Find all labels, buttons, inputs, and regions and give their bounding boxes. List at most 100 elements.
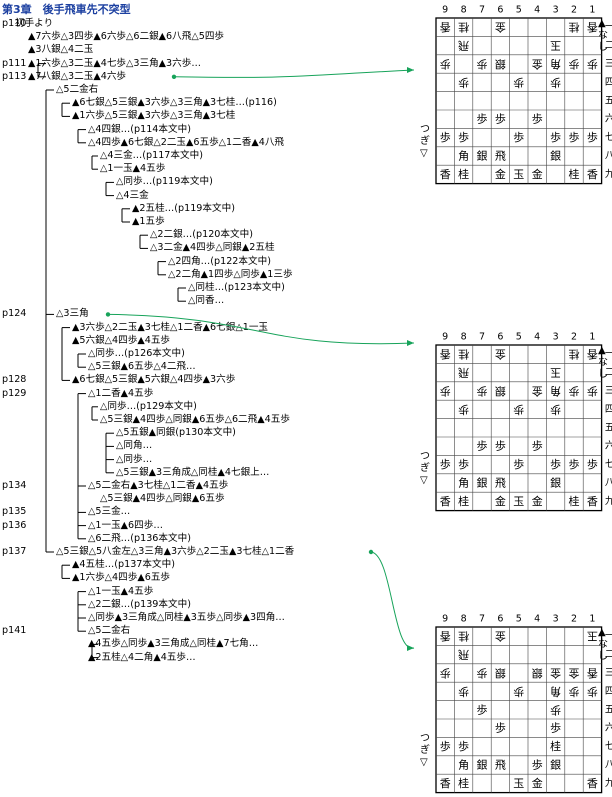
variation-line: ▲7八銀△3二玉▲4六歩 xyxy=(28,70,127,82)
gote-piece: 飛 xyxy=(458,648,469,661)
variation-line: ▲3六歩△2二玉▲3七桂△1二香▲6七銀△1一玉 xyxy=(72,321,269,333)
variation-line: ▲2五桂…(p119本文中) xyxy=(132,202,235,214)
board-frame xyxy=(435,17,603,185)
variation-line: △5五銀▲同銀(p130本文中) xyxy=(116,427,236,439)
sente-piece: 香 xyxy=(440,777,451,790)
rank-label: 九 xyxy=(605,168,612,180)
gote-piece: 香 xyxy=(440,21,451,34)
variation-line: △5三銀▲3三角成△同桂▲4七銀上… xyxy=(116,466,270,478)
variation-line: △5二金右 xyxy=(56,84,99,95)
rank-label: 七 xyxy=(605,459,612,470)
gote-piece: 歩 xyxy=(458,76,469,90)
rank-label: 三 xyxy=(605,668,612,679)
gote-piece: 歩 xyxy=(477,58,488,72)
gote-piece: 歩 xyxy=(458,685,469,699)
rank-label: 九 xyxy=(605,777,612,789)
arrow-to-board-1 xyxy=(173,69,415,78)
gote-piece: 香 xyxy=(587,21,598,34)
hand-top: ▲なし xyxy=(598,18,608,53)
variation-line: △2二角▲1四歩△同歩▲1三歩 xyxy=(168,268,293,280)
rank-label: 八 xyxy=(605,760,612,771)
sente-piece: 銀 xyxy=(477,758,488,772)
arrow-to-board-3 xyxy=(370,551,415,649)
page-label: p113 xyxy=(2,70,27,82)
variation-line: ▲6七銀△5三銀▲5六銀△4四歩▲3六歩 xyxy=(72,374,236,386)
gote-piece: 香 xyxy=(440,630,451,643)
variation-line: △5二金右 xyxy=(88,625,131,637)
sente-piece: 歩 xyxy=(587,457,598,471)
variation-line: ▲4五桂…(p137本文中) xyxy=(72,559,175,571)
sente-piece: 角 xyxy=(458,759,469,772)
rank-label: 一 xyxy=(605,631,612,642)
gote-piece: 銀 xyxy=(495,58,506,72)
gote-piece: 歩 xyxy=(458,403,469,417)
arrow-to-board-1-head xyxy=(407,67,414,73)
file-label: 9 xyxy=(442,5,448,16)
variation-line: △1一玉▲6四歩… xyxy=(88,519,163,531)
rank-label: 六 xyxy=(605,722,612,734)
sente-piece: 歩 xyxy=(550,130,561,144)
gote-piece: 金 xyxy=(495,630,506,644)
arrow-to-board-2-head xyxy=(407,340,414,346)
sente-piece: 銀 xyxy=(550,758,561,772)
gote-piece: 玉 xyxy=(550,366,561,379)
sente-piece: 銀 xyxy=(550,149,561,163)
rank-label: 五 xyxy=(605,422,612,433)
gote-piece: 飛 xyxy=(458,39,469,52)
file-label: 9 xyxy=(442,332,448,343)
gote-piece: 歩 xyxy=(513,403,524,417)
file-label: 2 xyxy=(571,332,577,343)
file-label: 6 xyxy=(497,332,503,343)
gote-piece: 歩 xyxy=(550,76,561,90)
rank-label: 二 xyxy=(605,367,612,378)
sente-piece: 香 xyxy=(587,168,598,181)
sente-piece: 歩 xyxy=(440,457,451,471)
variation-line: △1二香▲4五歩 xyxy=(88,387,154,399)
gote-piece: 桂 xyxy=(458,630,469,644)
variation-line: △4四歩▲6七銀△2二玉▲6五歩△1二香▲4八飛 xyxy=(88,136,285,148)
sente-piece: 銀 xyxy=(477,149,488,163)
sente-piece: 飛 xyxy=(495,759,506,772)
variation-line: △同歩…(p129本文中) xyxy=(100,400,197,412)
sente-piece: 歩 xyxy=(513,457,524,471)
gote-piece: 金 xyxy=(495,348,506,362)
gote-piece: 金 xyxy=(532,58,543,72)
page-label: p111 xyxy=(2,57,27,69)
rank-label: 六 xyxy=(605,113,612,125)
variation-line: ▲7六歩△3四歩▲6六歩△6二銀▲6八飛△5四歩 xyxy=(28,31,225,43)
variation-line: ▲1六歩△5三銀▲3六歩△3三角▲3七桂 xyxy=(72,110,236,122)
rank-label: 四 xyxy=(605,77,612,88)
variation-line: △同歩… xyxy=(116,453,153,465)
variation-line: △5三金… xyxy=(88,506,131,518)
gote-piece: 玉 xyxy=(587,630,598,643)
file-label: 5 xyxy=(516,614,522,625)
sente-piece: 飛 xyxy=(495,150,506,163)
variation-line: △3三角 xyxy=(56,308,89,320)
gote-piece: 歩 xyxy=(477,667,488,681)
variation-line: △3二金▲4四歩△同銀▲2五桂 xyxy=(150,242,275,254)
gote-piece: 角 xyxy=(550,685,561,698)
sente-piece: 歩 xyxy=(569,130,580,144)
gote-piece: 香 xyxy=(440,348,451,361)
variation-line: △5三銀▲4四歩△同銀▲6五歩 xyxy=(100,493,225,505)
sente-piece: 歩 xyxy=(569,457,580,471)
file-label: 1 xyxy=(589,5,595,16)
rank-label: 七 xyxy=(605,132,612,143)
variation-line: △同歩…(p126本文中) xyxy=(88,348,185,359)
sente-piece: 歩 xyxy=(458,739,469,753)
hand-top: ▲なし xyxy=(598,627,608,662)
gote-piece: 歩 xyxy=(440,667,451,681)
gote-piece: 銀 xyxy=(495,385,506,399)
gote-piece: 飛 xyxy=(458,366,469,379)
rank-label: 四 xyxy=(605,404,612,415)
gote-piece: 歩 xyxy=(569,685,580,699)
gote-piece: 角 xyxy=(550,58,561,71)
sente-piece: 歩 xyxy=(532,112,543,126)
variation-line: ▲1六歩△4四歩▲6五歩 xyxy=(72,572,171,584)
sente-piece: 桂 xyxy=(458,494,469,508)
page-label: p135 xyxy=(2,506,27,518)
sente-piece: 歩 xyxy=(495,439,506,453)
sente-piece: 玉 xyxy=(513,777,524,790)
